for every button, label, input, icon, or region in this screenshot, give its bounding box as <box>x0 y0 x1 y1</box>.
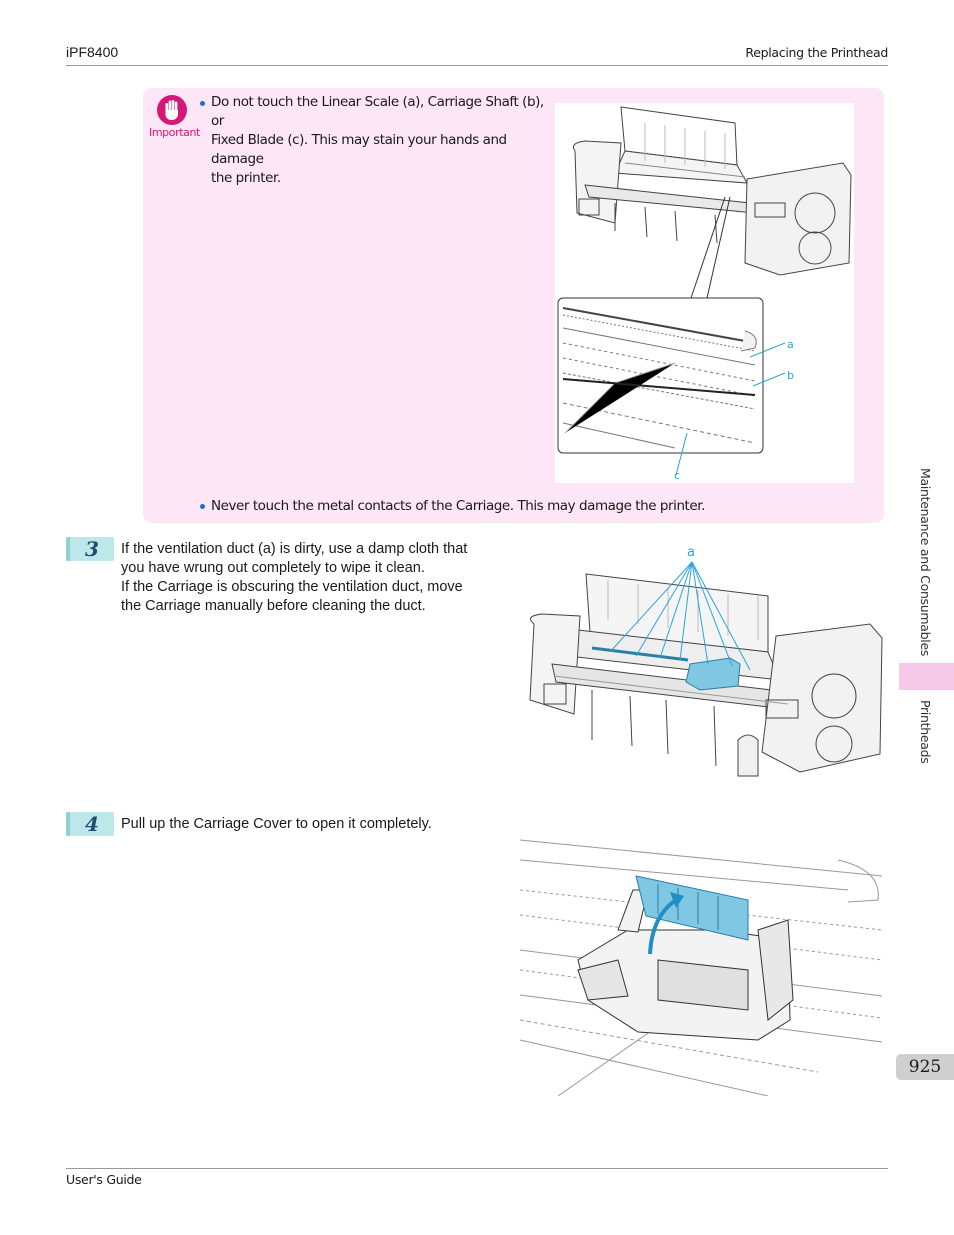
printer-closeup-illustration: a b c <box>557 106 852 482</box>
footer-title: User's Guide <box>66 1172 142 1187</box>
carriage-cover-illustration <box>519 839 883 1096</box>
header-model: iPF8400 <box>66 44 119 60</box>
important-label: Important <box>149 126 200 139</box>
important-bullet-2: Never touch the metal contacts of the Ca… <box>211 498 705 514</box>
header-rule <box>66 65 888 66</box>
step-3-text: If the ventilation duct (a) is dirty, us… <box>121 540 511 616</box>
sidebar-section: Printheads <box>918 700 933 764</box>
label-a-duct: a <box>687 545 695 560</box>
bullet-1-line: Do not touch the Linear Scale (a), Carri… <box>211 94 544 129</box>
label-a: a <box>787 338 794 351</box>
bullet-1-line: the printer. <box>211 170 281 186</box>
step-3-badge: 3 <box>66 537 114 561</box>
footer-rule <box>66 1168 888 1169</box>
step-4-text: Pull up the Carriage Cover to open it co… <box>121 815 511 834</box>
header-section: Replacing the Printhead <box>745 45 888 60</box>
label-c: c <box>674 469 680 482</box>
bullet-dot <box>200 504 205 509</box>
sidebar-active-tab <box>899 663 954 690</box>
step-3-line: If the Carriage is obscuring the ventila… <box>121 579 463 595</box>
step-3-line: If the ventilation duct (a) is dirty, us… <box>121 541 468 557</box>
step-4-badge: 4 <box>66 812 114 836</box>
label-b: b <box>787 369 794 382</box>
step-3-line: the Carriage manually before cleaning th… <box>121 598 426 614</box>
bullet-dot <box>200 101 205 106</box>
step-4-line: Pull up the Carriage Cover to open it co… <box>121 816 432 832</box>
step-3-line: you have wrung out completely to wipe it… <box>121 560 425 576</box>
bullet-1-line: Fixed Blade (c). This may stain your han… <box>211 132 507 167</box>
sidebar-chapter: Maintenance and Consumables <box>918 468 933 657</box>
important-bullet-1: Do not touch the Linear Scale (a), Carri… <box>211 93 551 188</box>
ventilation-duct-illustration: a <box>529 545 883 777</box>
page-number: 925 <box>896 1054 954 1080</box>
hand-stop-icon <box>157 95 187 125</box>
